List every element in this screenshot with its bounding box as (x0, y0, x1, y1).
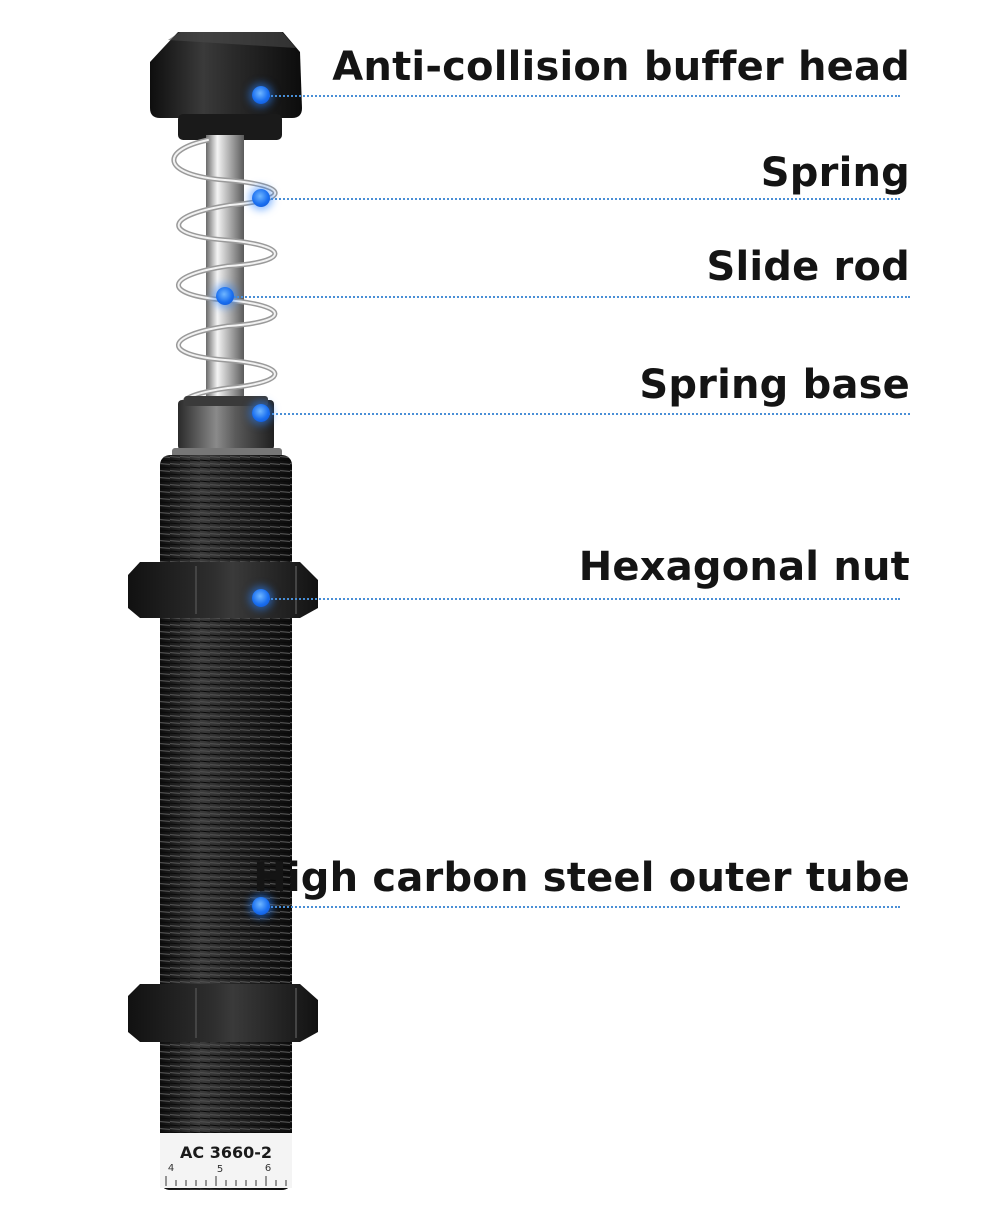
leader-buffer-head (268, 95, 900, 97)
marker-spring (252, 189, 270, 207)
model-number: AC 3660-2 (180, 1143, 272, 1162)
label-spring-base: Spring base (639, 362, 910, 408)
label-outer-tube: High carbon steel outer tube (253, 855, 910, 901)
label-slide-rod: Slide rod (706, 244, 910, 290)
marker-spring-base (252, 404, 270, 422)
spring-base-shape (172, 396, 282, 458)
scale-mark-5: 5 (217, 1164, 223, 1175)
label-buffer-head: Anti-collision buffer head (332, 44, 910, 90)
adjustment-band: AC 3660-2 4 5 6 (160, 1133, 292, 1188)
hex-nut-lower (128, 984, 318, 1042)
label-spring: Spring (760, 150, 910, 196)
marker-slide-rod (216, 287, 234, 305)
leader-spring (268, 198, 900, 200)
marker-buffer-head (252, 86, 270, 104)
leader-slide-rod (234, 296, 910, 298)
marker-outer-tube (252, 897, 270, 915)
leader-outer-tube (268, 906, 900, 908)
scale-mark-6: 6 (265, 1163, 271, 1174)
leader-hex-nut (268, 598, 900, 600)
scale-mark-4: 4 (168, 1163, 174, 1174)
leader-spring-base (268, 413, 910, 415)
marker-hex-nut (252, 589, 270, 607)
hex-nut-upper (128, 562, 318, 618)
label-hex-nut: Hexagonal nut (578, 544, 910, 590)
buffer-head-shape (150, 32, 302, 140)
